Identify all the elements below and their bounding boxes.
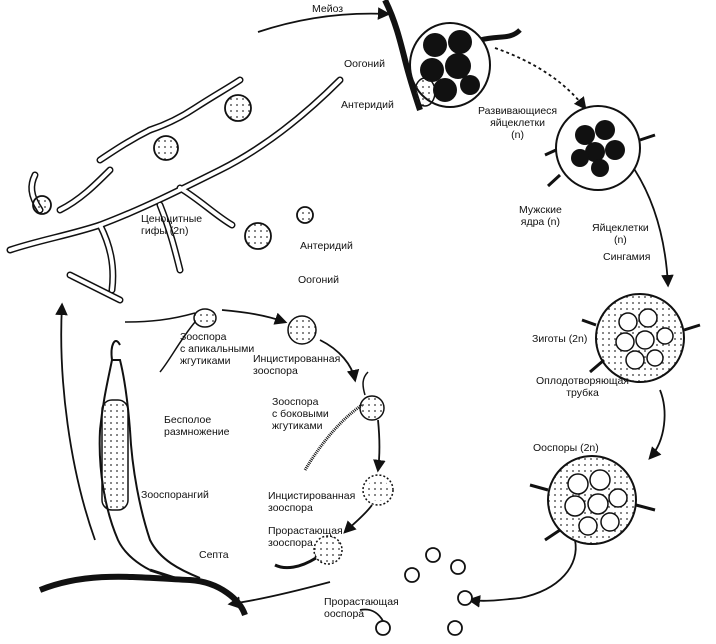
oogonium-left-label: Оогоний: [298, 274, 339, 286]
male-nuclei-label: Мужские ядра (n): [519, 204, 562, 228]
oogonium-bulb: [224, 94, 252, 122]
released-oospores: [359, 547, 473, 636]
zoospore-apical: [193, 308, 217, 328]
coenocytic-hyphae-label: Ценоцитные гифы (2n): [141, 213, 203, 237]
arrow-to-oospores: [648, 389, 666, 460]
cycle-arrows: [55, 7, 674, 609]
oogonium-bulb: [296, 206, 314, 224]
oospores-label: Ооспоры (2n): [533, 442, 599, 454]
top-oogonium: [382, 0, 522, 111]
arrow-syngamy: [627, 159, 674, 288]
arrow-to-fertilization: [494, 47, 587, 110]
antheridium-top-label: Антеридий: [341, 99, 394, 111]
asexual-arrows: [221, 309, 386, 534]
arrow-meiosis: [257, 7, 391, 33]
oogonium-bulb: [153, 135, 179, 161]
septum-label: Септа: [199, 549, 229, 561]
encysted-zoospore-2-label: Инцистированная зооспора: [268, 490, 356, 514]
asexual-reproduction-label: Бесполое размножение: [164, 414, 230, 438]
syngamy-label: Сингамия: [603, 251, 651, 263]
arrow-to-hyphae: [55, 302, 96, 541]
encysted-zoospore-1: [287, 315, 317, 345]
germinating-oospore-label: Прорастающая ооспора: [324, 596, 399, 620]
zoosporangium-label: Зооспорангий: [141, 489, 209, 501]
fertilized-oogonium: [544, 105, 656, 191]
oogonium-bulb: [244, 222, 272, 250]
oospore-oogonium: [529, 455, 656, 545]
encysted-zoospore-1-label: Инцистированная зооспора: [253, 353, 341, 377]
fertilization-tube-label: Оплодотворяющая трубка: [536, 375, 629, 399]
antheridium-left-label: Антеридий: [300, 240, 353, 252]
developing-eggs-label: Развивающиеся яйцеклетки (n): [478, 105, 558, 141]
arrow-to-release: [519, 539, 577, 599]
zygote-oogonium: [581, 293, 701, 383]
germinating-zoospore-label: Прорастающая зооспора: [268, 525, 343, 549]
zoosporangium: [38, 340, 248, 617]
hyphae-inner: [8, 78, 342, 302]
meiosis-label: Мейоз: [312, 3, 344, 15]
zygotes-label: Зиготы (2n): [532, 333, 588, 345]
zoospore-lateral: [359, 395, 385, 421]
arrow-lateral-to-cyst: [373, 419, 386, 473]
hyphae-oogonia: [32, 94, 314, 250]
arrow-cyst-to-lateral: [319, 339, 360, 383]
arrow-to-germination: [467, 595, 521, 608]
oogonium-top-label: Оогоний: [344, 58, 385, 70]
germinating-zoospore: [313, 535, 343, 565]
oogonium-bulb: [32, 195, 52, 215]
arrow-cyst-to-germ: [343, 504, 373, 534]
eggs-label: Яйцеклетки (n): [592, 222, 649, 246]
zoospores: [124, 308, 394, 570]
zoospore-lateral-label: Зооспора с боковыми жгутиками: [272, 396, 329, 432]
arrow-to-septa: [227, 581, 331, 609]
arrow-zoospore-to-cyst: [221, 309, 288, 325]
zoospore-apical-label: Зооспора с апикальными жгутиками: [180, 331, 255, 367]
